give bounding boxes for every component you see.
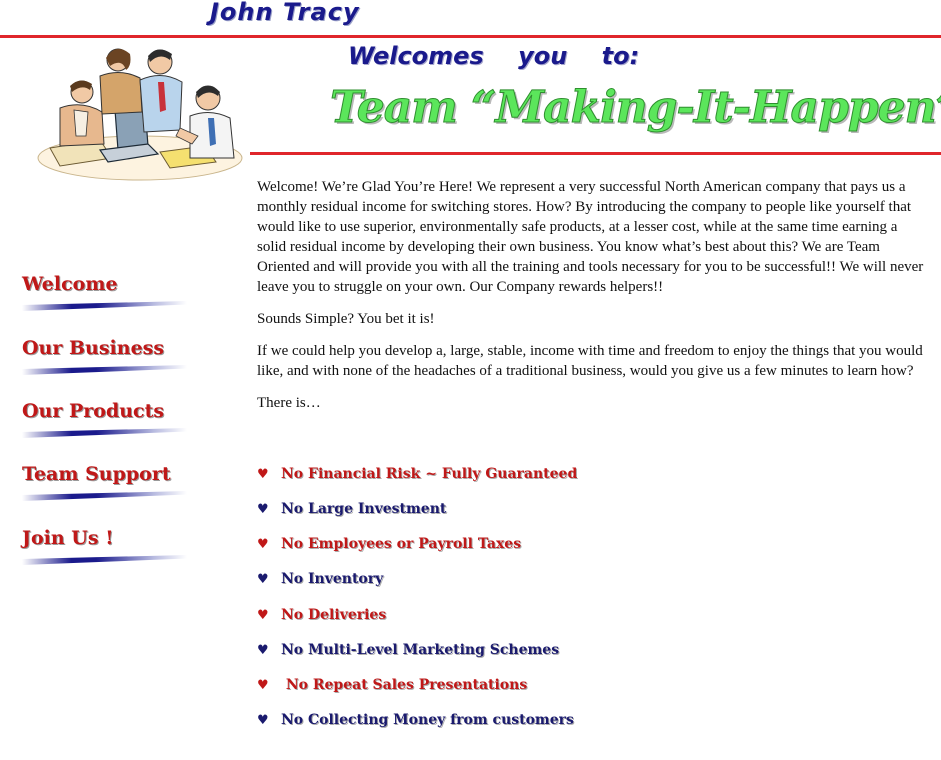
list-item: ♥ No Financial Risk ~ Fully Guaranteed: [257, 466, 577, 482]
offer-paragraph: If we could help you develop a, large, s…: [257, 343, 923, 379]
main-content: Welcome! We’re Glad You’re Here! We repr…: [257, 177, 927, 425]
intro-paragraph: Welcome! We’re Glad You’re Here! We repr…: [257, 179, 924, 295]
heart-icon: ♥: [257, 502, 269, 517]
nav-swoosh-decoration: [22, 365, 187, 375]
nav-swoosh-decoration: [22, 301, 187, 311]
nav-link-our-products[interactable]: Our Products: [22, 400, 165, 422]
nav-swoosh-decoration: [22, 555, 187, 565]
list-item: ♥ No Large Investment: [257, 501, 446, 517]
heart-icon: ♥: [257, 678, 269, 693]
list-item: ♥ No Deliveries: [257, 607, 386, 623]
nav-item-welcome[interactable]: Welcome: [22, 273, 202, 311]
simple-paragraph: Sounds Simple? You bet it is!: [257, 311, 435, 327]
list-item-text: No Large Investment: [281, 501, 447, 517]
list-item: ♥ No Repeat Sales Presentations: [257, 677, 527, 693]
list-item-text: No Employees or Payroll Taxes: [281, 536, 522, 552]
list-item-text: No Inventory: [281, 571, 384, 587]
nav-swoosh-decoration: [22, 491, 187, 501]
heart-icon: ♥: [257, 713, 269, 728]
nav-link-team-support[interactable]: Team Support: [22, 463, 171, 485]
nav-item-team-support[interactable]: Team Support: [22, 463, 202, 501]
nav-swoosh-decoration: [22, 428, 187, 438]
nav-item-join-us[interactable]: Join Us !: [22, 527, 202, 565]
nav-link-join-us[interactable]: Join Us !: [22, 527, 114, 549]
list-item-text: No Multi-Level Marketing Schemes: [281, 642, 560, 658]
there-is-label: There is…: [257, 395, 321, 411]
nav-link-welcome[interactable]: Welcome: [22, 273, 118, 295]
list-item-text: No Financial Risk ~ Fully Guaranteed: [281, 466, 578, 482]
list-item: ♥ No Multi-Level Marketing Schemes: [257, 642, 559, 658]
list-item: ♥ No Collecting Money from customers: [257, 712, 574, 728]
list-item: ♥ No Inventory: [257, 571, 383, 587]
heart-icon: ♥: [257, 608, 269, 623]
list-item-text: No Repeat Sales Presentations: [281, 677, 528, 693]
nav-link-our-business[interactable]: Our Business: [22, 337, 165, 359]
team-meeting-clipart: [30, 40, 250, 185]
list-item: ♥ No Employees or Payroll Taxes: [257, 536, 521, 552]
team-title: Team “Making-It-Happen”: [330, 82, 941, 134]
header-divider-top: [0, 35, 941, 38]
welcome-heading: Welcomes you to:: [348, 42, 640, 70]
heart-icon: ♥: [257, 537, 269, 552]
header-divider-bottom: [250, 152, 941, 155]
nav-item-our-business[interactable]: Our Business: [22, 337, 202, 375]
nav-item-our-products[interactable]: Our Products: [22, 400, 202, 438]
heart-icon: ♥: [257, 467, 269, 482]
heart-icon: ♥: [257, 643, 269, 658]
heart-icon: ♥: [257, 572, 269, 587]
site-owner-name: John Tracy: [210, 0, 360, 26]
list-item-text: No Deliveries: [281, 607, 387, 623]
list-item-text: No Collecting Money from customers: [281, 712, 574, 728]
